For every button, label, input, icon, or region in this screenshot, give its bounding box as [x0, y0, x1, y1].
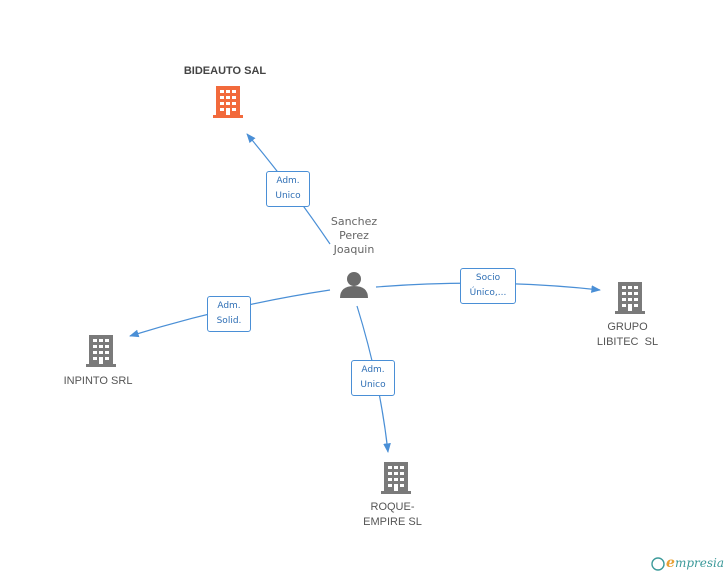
edge-label-line: Socio: [475, 273, 501, 283]
building-icon[interactable]: [615, 282, 645, 314]
company-label-bideauto[interactable]: BIDEAUTO SAL: [160, 64, 290, 79]
person-name[interactable]: Sanchez Perez Joaquin: [318, 215, 390, 257]
copyright-symbol: ©: [646, 556, 658, 570]
copyright-icon: [651, 557, 665, 571]
building-icon[interactable]: [213, 86, 243, 118]
company-name-line: INPINTO SRL: [63, 375, 133, 387]
edge-label-grupo-libitec[interactable]: Socio Único,...: [460, 268, 516, 304]
person-name-line: Perez: [339, 229, 369, 242]
company-label-grupo-libitec[interactable]: GRUPO LIBITEC SL: [580, 320, 675, 350]
company-label-inpinto[interactable]: INPINTO SRL: [48, 374, 148, 389]
building-icon[interactable]: [381, 462, 411, 494]
company-label-roque-empire[interactable]: ROQUE- EMPIRE SL: [345, 500, 440, 530]
company-name-line: BIDEAUTO SAL: [183, 65, 267, 77]
company-name-line: ROQUE-: [370, 501, 415, 513]
company-name-line: GRUPO: [607, 321, 648, 333]
edge-label-line: Unico: [360, 380, 386, 390]
edge-label-bideauto[interactable]: Adm. Unico: [266, 171, 310, 207]
person-name-line: Sanchez: [330, 215, 378, 228]
brand-rest: mpresia: [674, 556, 724, 570]
company-name-line: LIBITEC SL: [596, 336, 659, 348]
edge-label-inpinto[interactable]: Adm. Solid.: [207, 296, 251, 332]
company-name-line: EMPIRE SL: [363, 516, 422, 528]
edge-label-line: Unico: [275, 191, 301, 201]
brand-logo[interactable]: © empresia: [646, 555, 724, 571]
brand-initial: e: [666, 555, 675, 571]
edge-label-line: Adm.: [217, 301, 241, 311]
edge-label-line: Único,...: [469, 288, 507, 298]
building-icon[interactable]: [86, 335, 116, 367]
edge-label-roque-empire[interactable]: Adm. Unico: [351, 360, 395, 396]
edge-label-line: Adm.: [361, 365, 385, 375]
person-name-line: Joaquin: [333, 243, 375, 256]
person-icon[interactable]: [340, 272, 368, 298]
edge-label-line: Adm.: [276, 176, 300, 186]
edge-label-line: Solid.: [216, 316, 242, 326]
